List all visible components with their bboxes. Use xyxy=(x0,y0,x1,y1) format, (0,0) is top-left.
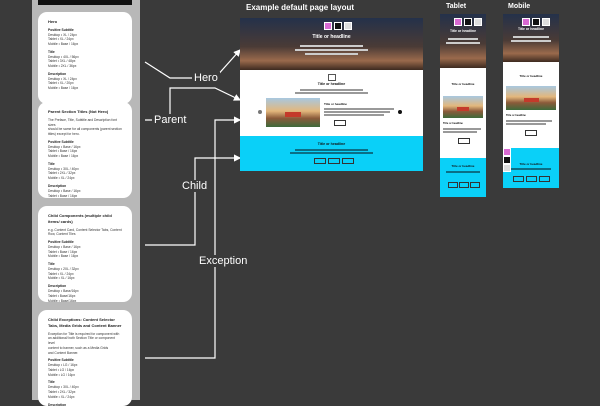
desktop-panel-title: Example default page layout xyxy=(246,3,355,12)
mobile-parent-title: Title or headline xyxy=(519,74,543,78)
spec-line: Desktop • 3XL / 40px xyxy=(48,166,79,171)
spec-line: Desktop • XL / 24px xyxy=(48,32,77,37)
spec-line: Tablet • 3XL / 48px xyxy=(48,59,76,64)
mobile-layout-panel: Title or headline Title or headline Titl… xyxy=(503,14,559,188)
spec-line: Mobile • Base/16px xyxy=(48,298,77,302)
child-spec-card: Child Components (multiple child items/ … xyxy=(38,206,132,302)
desktop-parent-title: Title or headline xyxy=(317,82,346,86)
tablet-card-title: Title or headline xyxy=(443,122,463,125)
desktop-layout-panel: Title or headline Title or headline Titl… xyxy=(240,18,423,171)
spec-line: Tablet • Base / 16px xyxy=(48,193,78,198)
spec-line: Desktop • 4XL / 56px xyxy=(48,54,79,59)
spec-line: Mobile • 2XL / 36px xyxy=(48,64,77,69)
tablet-parent-title: Title or headline xyxy=(451,82,475,86)
tablet-panel-title: Tablet xyxy=(446,3,467,10)
parent-label: Parent xyxy=(152,114,189,126)
spec-line: titles) except for hero. xyxy=(48,132,80,137)
tablet-parent-section: Title or headline Title or headline xyxy=(440,68,486,158)
spec-line: Mobile • Base / 16px xyxy=(48,154,79,159)
spec-line: Desktop • LG / 16px xyxy=(48,363,78,368)
tablet-hero-title: Title or headline xyxy=(450,29,476,33)
spec-line: Desktop • Base/16px xyxy=(48,289,79,294)
spec-line: Desktop • Base / 16px xyxy=(48,188,81,193)
desktop-media-image xyxy=(266,98,320,127)
spec-line: Mobile • XL / 16px xyxy=(48,276,75,281)
desktop-parent-section: Title or headline Title or headline xyxy=(240,70,423,136)
spec-label: Positive Subtitle xyxy=(48,27,74,32)
child-label: Child xyxy=(180,180,210,192)
desktop-card-title: Title or headline xyxy=(324,102,347,106)
card-title: Parent Section Titles (Not Hero) xyxy=(48,109,109,114)
exception-spec-card: Child Exceptions: Content Selector Tabs,… xyxy=(38,310,132,406)
spec-label: Description xyxy=(48,402,67,406)
card-title: Child Exceptions: Content Selector Tabs,… xyxy=(48,317,122,328)
mobile-panel-title: Mobile xyxy=(508,3,531,10)
spec-label: Title xyxy=(48,161,55,166)
spec-line: and Content Banner. xyxy=(48,350,79,355)
mobile-media-image xyxy=(506,86,556,110)
spec-line: Mobile • Base / 16px xyxy=(48,42,79,47)
spec-line: Tablet • Base / 16px xyxy=(48,149,78,154)
spec-line: an additional/ both Section Title or com… xyxy=(48,336,115,346)
mobile-hero-title: Title or headline xyxy=(518,27,544,31)
spec-line: content to banner, such as a Media Grids xyxy=(48,345,109,350)
desktop-hero-title: Title or headline xyxy=(312,34,351,40)
spec-label: Positive Subtitle xyxy=(48,358,74,363)
spec-line: Tablet • XL / 24px xyxy=(48,271,74,276)
mobile-child-section: Title or headline xyxy=(503,148,559,188)
spec-line: Desktop • 2XL / 32px xyxy=(48,266,79,271)
spec-line: Tablet • 2XL / 32px xyxy=(48,390,76,395)
spec-line: Mobile • Base / 16px xyxy=(48,254,79,259)
spec-line: Tablet • XL / 20px xyxy=(48,81,74,86)
tablet-child-section: Title or headline xyxy=(440,158,486,197)
spec-line: e.g. Content Card, Content Selector Tabs… xyxy=(48,227,122,232)
spec-line: should be same for all components (paren… xyxy=(48,127,122,132)
spec-line: Mobile • Base / 16px xyxy=(48,86,79,91)
mobile-hero-section: Title or headline xyxy=(503,14,559,62)
card-title: Child Components (multiple child items/ … xyxy=(48,213,112,224)
spec-line: Desktop • Base / 16px xyxy=(48,144,81,149)
mobile-parent-section: Title or headline Title or headline xyxy=(503,62,559,148)
spec-label: Title xyxy=(48,380,55,385)
spec-line: Tablet • Base/16px xyxy=(48,293,76,298)
exception-label: Exception xyxy=(197,255,250,267)
spec-label: Description xyxy=(48,183,67,188)
spec-line: Desktop • Base / 16px xyxy=(48,244,81,249)
exception-arrow xyxy=(145,116,242,359)
spec-line: Mobile • XL / 24px xyxy=(48,176,75,181)
tablet-child-title: Title or headline xyxy=(451,164,475,168)
spec-label: Title xyxy=(48,262,55,267)
spec-column-header xyxy=(38,0,132,5)
mobile-child-title: Title or headline xyxy=(519,162,543,166)
spec-line: Tablet • 2XL / 32px xyxy=(48,171,76,176)
spec-label: Positive Subtitle xyxy=(48,240,74,245)
spec-line: Row, Content Tiles xyxy=(48,232,76,237)
spec-label: Description xyxy=(48,71,67,76)
spec-line: Mobile • LG / 16px xyxy=(48,372,75,377)
spec-line: Desktop • 3XL / 40px xyxy=(48,385,79,390)
child-arrow xyxy=(145,154,242,246)
tablet-media-image xyxy=(443,96,483,118)
desktop-child-title: Title or headline xyxy=(317,142,346,146)
parent-spec-card: Parent Section Titles (Not Hero) The Pre… xyxy=(38,102,132,198)
spec-line: Exception for Title is required for comp… xyxy=(48,331,120,336)
spec-label: Positive Subtitle xyxy=(48,139,74,144)
spec-line: Mobile • XL / 24px xyxy=(48,394,75,399)
desktop-child-section: Title or headline xyxy=(240,136,423,171)
spec-label: Description xyxy=(48,284,67,289)
tablet-hero-section: Title or headline xyxy=(440,14,486,68)
desktop-hero-section: Title or headline xyxy=(240,18,423,70)
card-title: Hero xyxy=(48,19,58,24)
mobile-card-title: Title or headline xyxy=(506,114,526,117)
spec-line: Tablet • Base / 16px xyxy=(48,249,78,254)
spec-line: Tablet • XL / 24px xyxy=(48,37,74,42)
spec-line: Tablet • LG / 16px xyxy=(48,367,75,372)
spec-line: The Preface, Title, Subtitle and Descrip… xyxy=(48,117,117,127)
spec-label: Title xyxy=(48,49,55,54)
hero-label: Hero xyxy=(192,72,220,84)
spec-line: Desktop • XL / 24px xyxy=(48,76,77,81)
tablet-layout-panel: Title or headline Title or headline Titl… xyxy=(440,14,486,197)
